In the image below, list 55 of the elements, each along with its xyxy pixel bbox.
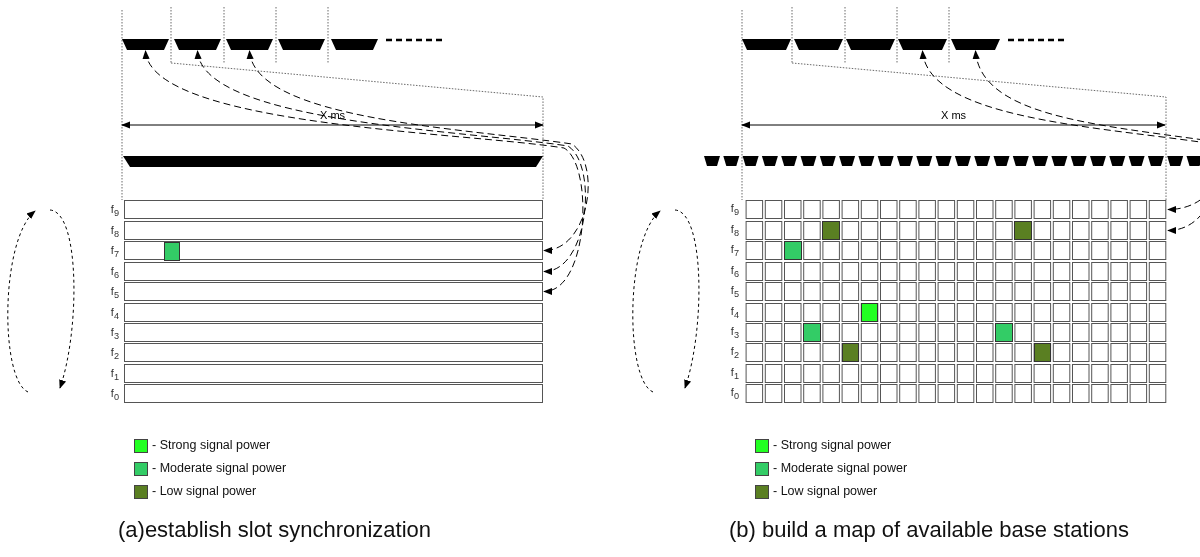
frequency-label: f$_{3}$	[729, 325, 739, 342]
signal-cell	[860, 303, 879, 322]
time-slot-bar	[331, 39, 378, 50]
dashed-arrow	[921, 50, 1200, 234]
legend-label: - Moderate signal power	[773, 461, 908, 475]
dashed-arrow	[145, 50, 584, 294]
frequency-label: f$_{0}$	[109, 387, 119, 404]
frequency-label: f$_{8}$	[729, 223, 739, 240]
dashed-arrow	[248, 50, 589, 253]
time-slot-bar	[278, 39, 325, 50]
frequency-label: f$_{9}$	[109, 203, 119, 220]
dashed-arrow	[973, 50, 1200, 213]
frequency-label: f$_{7}$	[729, 243, 739, 260]
signal-cell	[995, 323, 1013, 342]
time-slot-bar	[742, 39, 791, 50]
frequency-label: f$_{1}$	[729, 366, 739, 383]
frequency-label: f$_{2}$	[729, 345, 739, 362]
frequency-label: f$_{6}$	[109, 265, 119, 282]
frequency-label: f$_{0}$	[729, 386, 739, 403]
signal-cell	[1014, 221, 1032, 240]
dimension-label: X ms	[941, 109, 967, 121]
frequency-label: f$_{2}$	[109, 346, 119, 363]
time-slot-bar	[122, 39, 169, 50]
signal-cell	[841, 343, 860, 362]
frequency-label: f$_{5}$	[109, 285, 119, 302]
signal-cell	[164, 242, 180, 261]
legend-label: - Strong signal power	[773, 438, 892, 452]
frame-bar	[123, 156, 543, 167]
time-slot-bar	[174, 39, 221, 50]
frequency-label: f$_{3}$	[109, 326, 119, 343]
frequency-label: f$_{7}$	[109, 244, 119, 261]
signal-cell	[1033, 343, 1052, 362]
signal-cell	[803, 323, 821, 342]
dashed-arrow	[197, 50, 586, 274]
legend-label: - Low signal power	[152, 484, 257, 498]
dimension-label: X ms	[320, 109, 346, 121]
frequency-label: f$_{8}$	[109, 224, 119, 241]
frequency-label: f$_{9}$	[729, 202, 739, 219]
time-slot-bar	[846, 39, 895, 50]
caption: (a)establish slot synchronization	[118, 517, 432, 543]
time-slot-bar	[951, 39, 1000, 50]
legend-label: - Low signal power	[773, 484, 878, 498]
time-slot-bar	[226, 39, 273, 50]
frequency-label: f$_{1}$	[109, 367, 119, 384]
signal-cell	[822, 221, 840, 240]
caption: (b) build a map of available base stations	[729, 517, 1129, 543]
legend-label: - Strong signal power	[152, 438, 271, 452]
frequency-label: f$_{6}$	[729, 264, 739, 281]
signal-cell	[784, 241, 802, 260]
frequency-label: f$_{4}$	[109, 306, 119, 323]
frequency-label: f$_{4}$	[729, 305, 739, 322]
time-slot-bar	[794, 39, 843, 50]
time-slot-bar	[898, 39, 947, 50]
frequency-label: f$_{5}$	[729, 284, 739, 301]
legend-label: - Moderate signal power	[152, 461, 287, 475]
